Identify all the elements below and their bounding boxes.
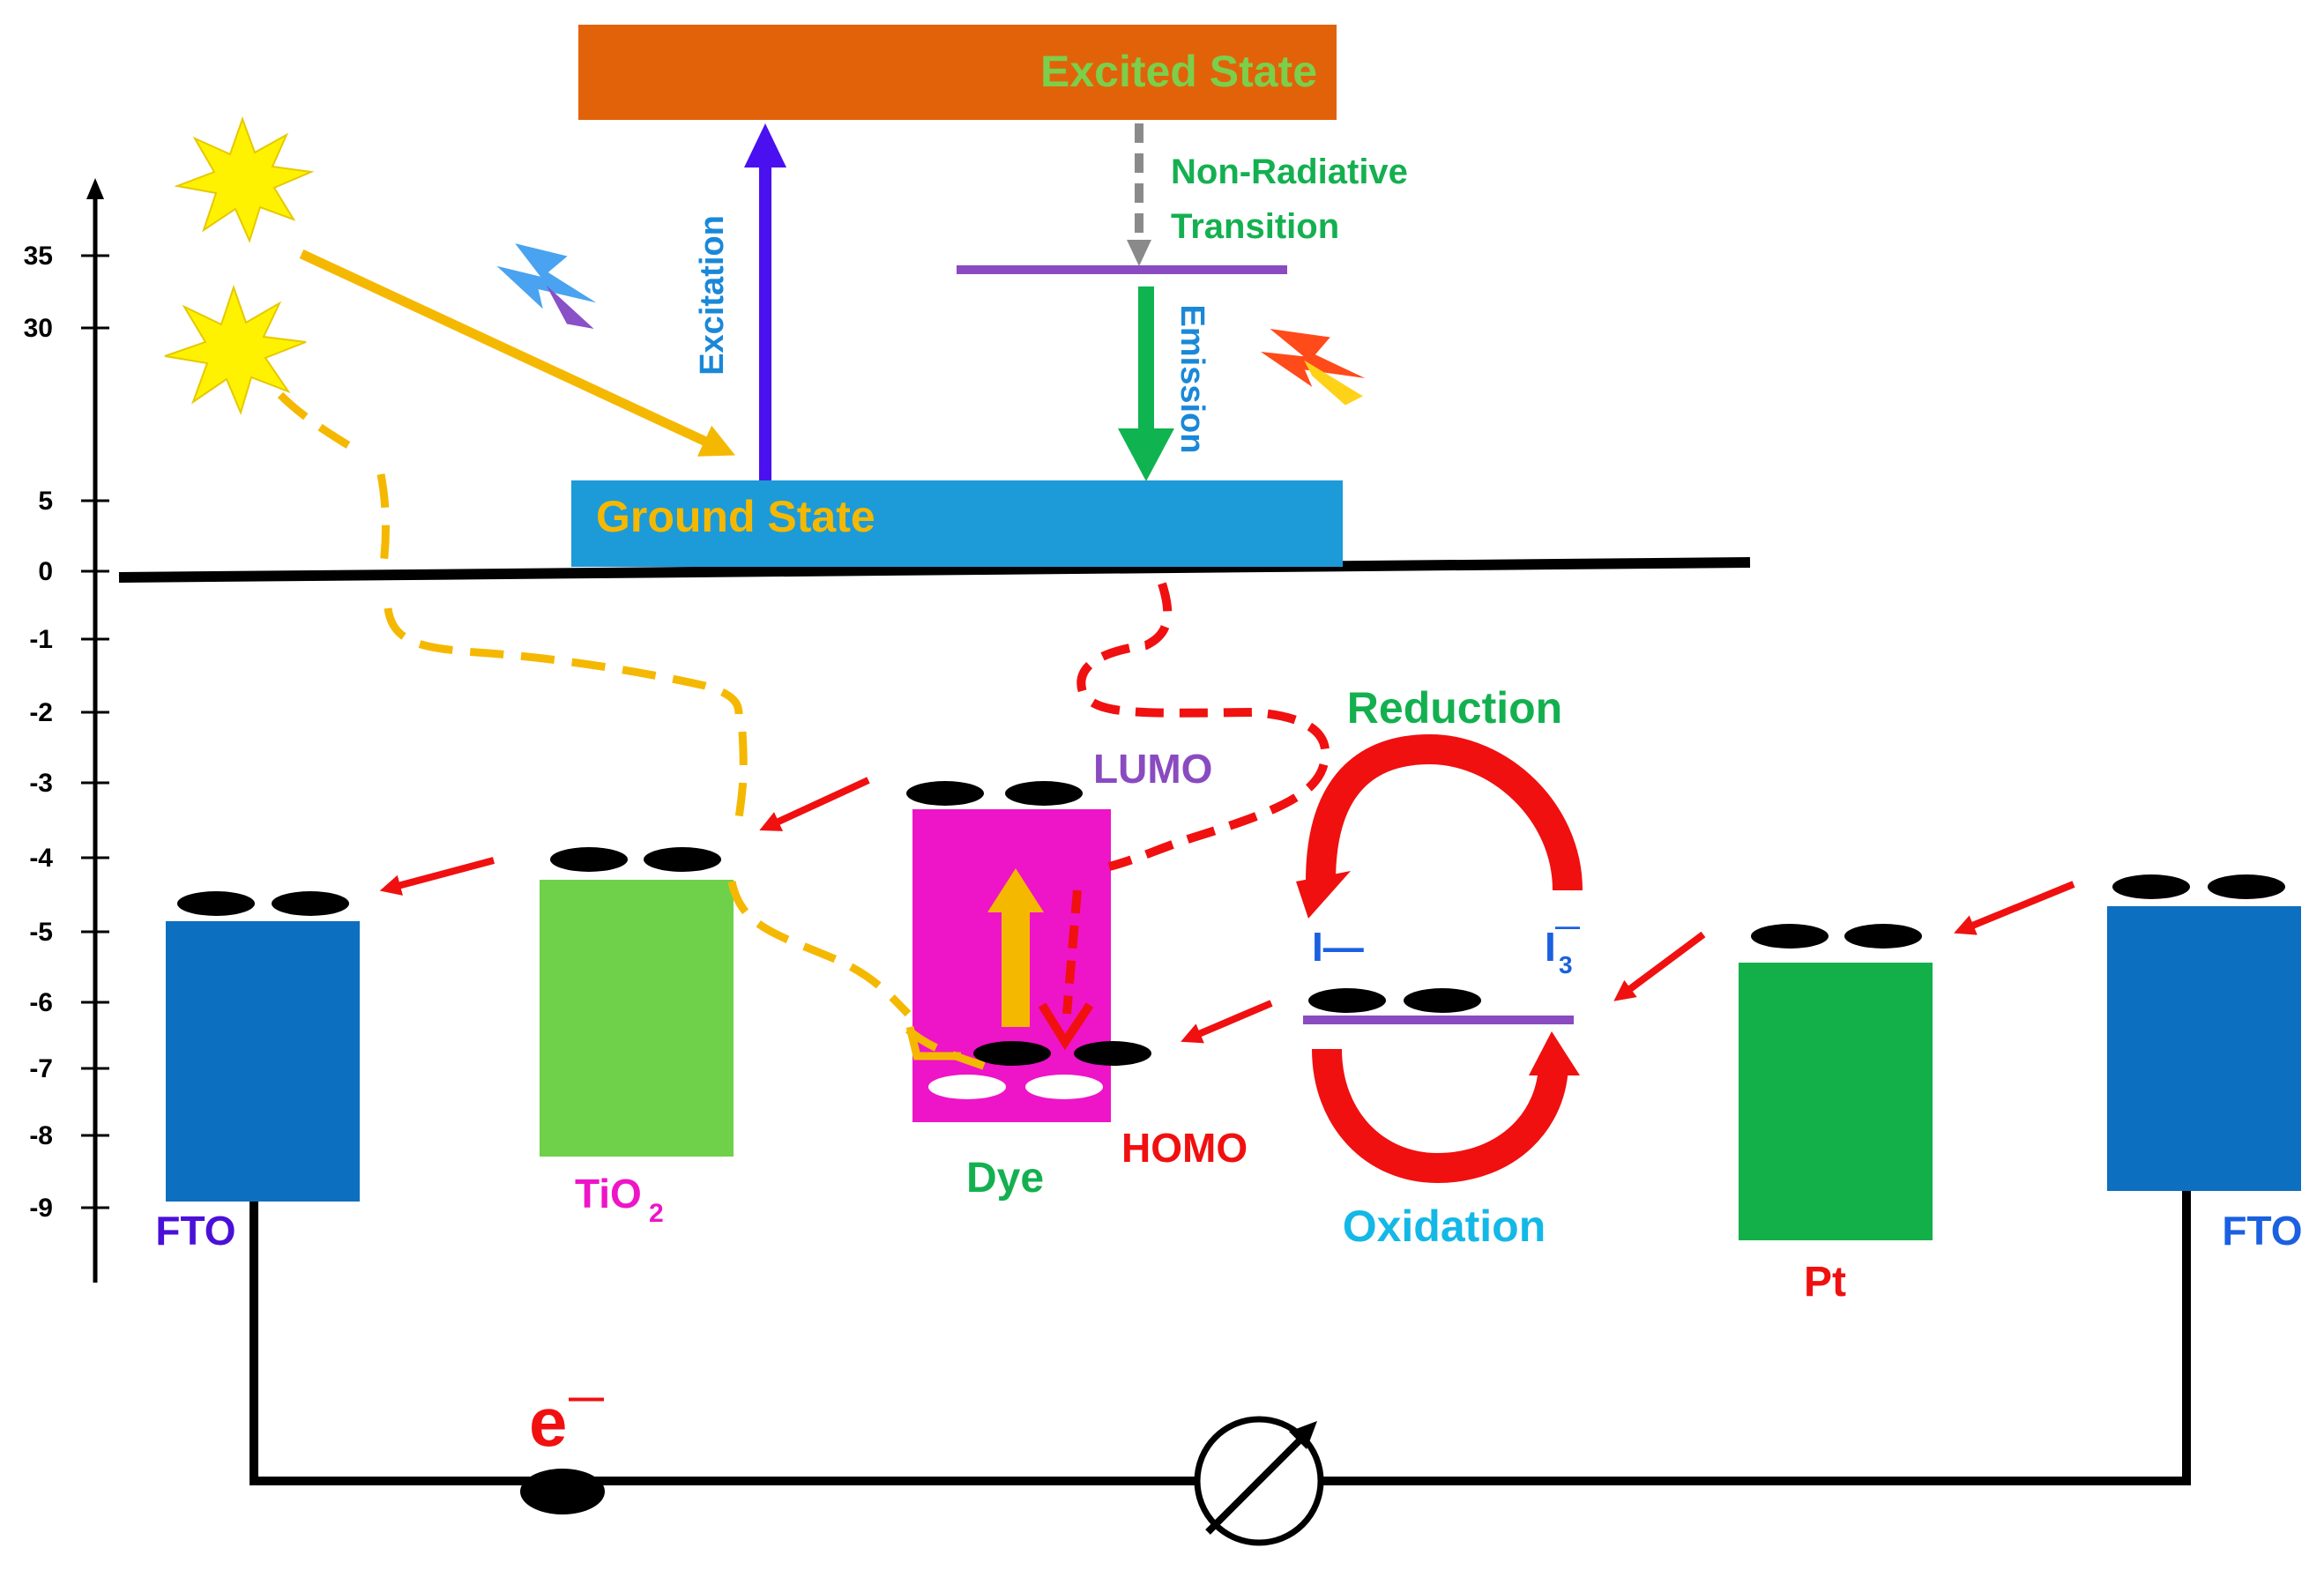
dye-relaxation-arrow	[1062, 889, 1082, 1015]
reduction-arrow	[1306, 733, 1583, 891]
electron-label: e	[529, 1383, 567, 1461]
tick-label: -4	[29, 844, 53, 873]
zero-baseline	[118, 557, 1751, 583]
transfer-arrow	[1181, 1000, 1273, 1044]
sun-icon	[164, 284, 307, 415]
electron-icon	[520, 1469, 605, 1514]
electron-dot	[973, 1041, 1051, 1066]
electron-dot	[2112, 874, 2190, 899]
electron-dot	[1005, 781, 1083, 806]
tick-label: -6	[29, 988, 53, 1017]
triiodide-subscript: 3	[1559, 951, 1573, 978]
electron-dot	[1404, 988, 1481, 1013]
axis-ticks	[81, 254, 109, 1209]
electron-dot	[1844, 924, 1922, 949]
transfer-arrow	[759, 777, 870, 831]
electron-dot	[177, 891, 255, 916]
lightning-icon	[496, 243, 597, 329]
excited-state-bar	[578, 25, 1337, 120]
light-arrow	[299, 249, 735, 457]
homo-label: HOMO	[1121, 1125, 1248, 1171]
fto-left-band	[166, 921, 360, 1202]
tick-label: 35	[24, 242, 53, 271]
electron-dot	[1751, 924, 1829, 949]
ground-state-bar	[571, 480, 1343, 567]
hole-dot	[1025, 1075, 1103, 1099]
tio2-label: TiO	[575, 1171, 642, 1217]
transfer-arrow	[1613, 931, 1706, 1001]
excited-state-label: Excited State	[1040, 47, 1317, 96]
ground-state-label: Ground State	[596, 492, 875, 541]
dye-excitation-arrow	[1002, 908, 1030, 1027]
electron-path-dashed	[1076, 582, 1330, 871]
non-radiative-label-line1: Non-Radiative	[1171, 153, 1408, 191]
pt-band	[1739, 963, 1933, 1240]
hole-dot	[928, 1075, 1006, 1099]
tick-label: -3	[29, 769, 53, 798]
tick-label: 0	[38, 557, 53, 586]
tick-label: 30	[24, 314, 53, 343]
arrow-down-icon	[1127, 240, 1151, 266]
axis-arrow-icon	[86, 178, 104, 199]
tick-label: -9	[29, 1194, 53, 1223]
arrow-down-icon	[1038, 1002, 1094, 1051]
arrow-up-icon	[987, 868, 1044, 912]
oxidation-arrow	[1312, 1048, 1568, 1184]
fto-right-label: FTO	[2222, 1208, 2302, 1254]
tick-label: -8	[29, 1121, 53, 1150]
fto-left-label: FTO	[155, 1208, 235, 1254]
emission-label: Emission	[1173, 305, 1210, 454]
excitation-label: Excitation	[694, 215, 731, 376]
arrow-down-icon	[1118, 428, 1174, 481]
tick-label: -1	[29, 625, 53, 654]
electron-dot	[550, 847, 628, 872]
photon-path-dashed	[277, 391, 992, 1073]
electron-dot	[644, 847, 721, 872]
transfer-arrow	[1954, 881, 2075, 935]
arrow-icon	[905, 1025, 961, 1060]
pt-label: Pt	[1804, 1259, 1846, 1306]
tio2-subscript: 2	[649, 1199, 664, 1228]
triiodide-superscript: —	[1555, 912, 1580, 940]
arrow-down-icon	[1296, 871, 1351, 919]
sun-icon	[174, 116, 315, 243]
electron-dot	[272, 891, 349, 916]
non-radiative-label-line2: Transition	[1171, 207, 1339, 246]
tick-label: 5	[38, 487, 53, 516]
oxidation-label: Oxidation	[1343, 1202, 1546, 1251]
reduction-label: Reduction	[1347, 683, 1562, 733]
tio2-band	[540, 880, 734, 1157]
tick-label: -2	[29, 698, 53, 727]
electron-dot	[2208, 874, 2285, 899]
lightning-icon	[1260, 328, 1366, 406]
ammeter-icon	[1194, 1416, 1324, 1546]
triiodide-label: I	[1545, 924, 1556, 970]
lumo-label: LUMO	[1093, 746, 1212, 792]
tick-label: -7	[29, 1054, 53, 1083]
fto-right-band	[2107, 906, 2301, 1191]
electron-dot	[1308, 988, 1386, 1013]
arrow-up-icon	[744, 123, 786, 167]
transfer-arrow	[379, 857, 495, 896]
electron-dot	[906, 781, 984, 806]
dye-label: Dye	[966, 1155, 1044, 1202]
electron-dot	[1074, 1041, 1151, 1066]
electron-superscript: —	[569, 1378, 604, 1417]
arrow-up-icon	[1529, 1031, 1580, 1075]
energy-axis: 35 30 5 0 -1 -2 -3 -4 -5 -6 -7 -8 -9	[24, 178, 109, 1283]
tick-label: -5	[29, 918, 53, 947]
iodide-label: I—	[1312, 924, 1364, 970]
